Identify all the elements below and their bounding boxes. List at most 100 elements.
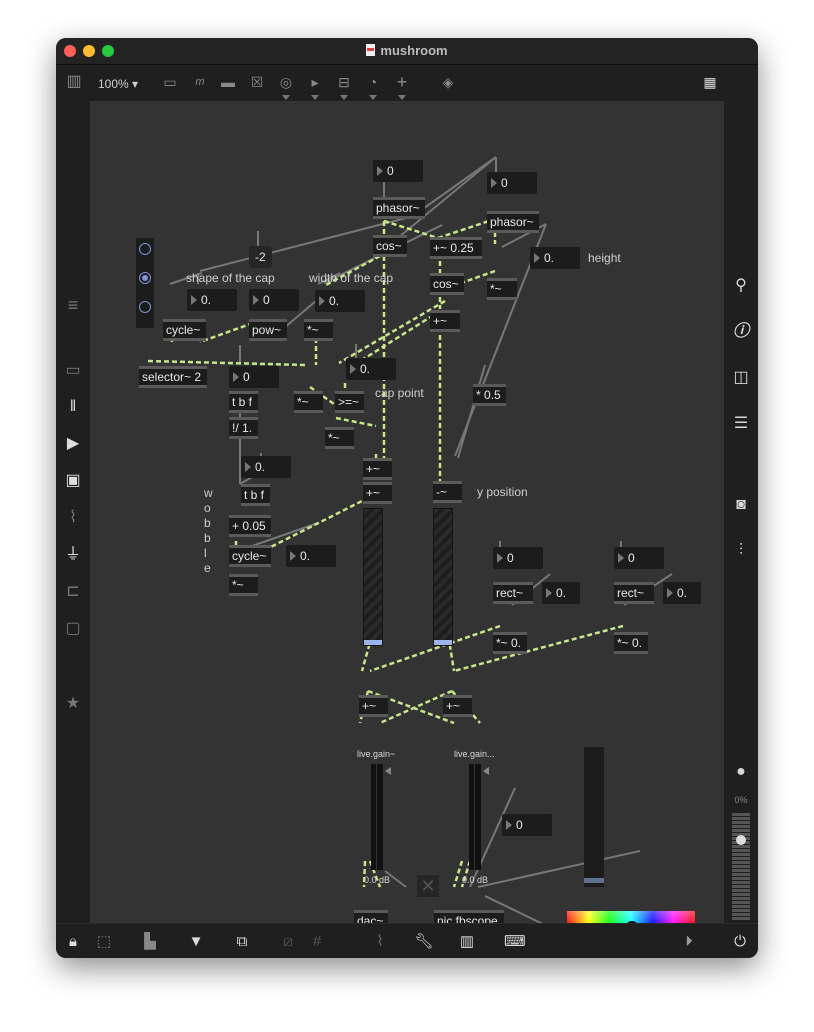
- radio-group[interactable]: [136, 238, 154, 328]
- object-pow[interactable]: pow~: [249, 319, 287, 341]
- video-icon[interactable]: ▶: [66, 435, 80, 452]
- sidebar-toggle-icon[interactable]: ▥: [66, 73, 82, 90]
- cap-slider[interactable]: [363, 508, 383, 646]
- slider-knob[interactable]: [364, 640, 382, 645]
- object-plus[interactable]: +~: [443, 695, 472, 717]
- object-multiply[interactable]: *~ 0.: [614, 632, 648, 654]
- paint-bucket-icon[interactable]: ◈: [442, 74, 454, 90]
- grid-icon[interactable]: ▦: [703, 74, 717, 90]
- menu-icon[interactable]: ≡: [67, 295, 79, 315]
- maximize-button[interactable]: [102, 45, 114, 57]
- object-multiply[interactable]: *~: [487, 278, 517, 300]
- object-greater-equal[interactable]: >=~: [335, 391, 364, 413]
- number-box[interactable]: 0: [493, 547, 543, 569]
- package-icon[interactable]: ⊏: [66, 583, 80, 600]
- number-box[interactable]: 0: [614, 547, 664, 569]
- attach-icon[interactable]: ⌇: [376, 933, 384, 950]
- object-trigger[interactable]: t b f: [229, 391, 258, 413]
- clip-icon[interactable]: ⌇: [69, 509, 77, 526]
- object-dac[interactable]: dac~: [354, 910, 388, 923]
- close-button[interactable]: [64, 45, 76, 57]
- object-phasor[interactable]: phasor~: [487, 211, 539, 233]
- cpu-icon[interactable]: ●: [736, 763, 746, 780]
- number-box[interactable]: 0.: [315, 290, 365, 312]
- object-selector[interactable]: selector~ 2: [139, 366, 207, 388]
- message-box[interactable]: -2: [249, 246, 272, 268]
- patch-canvas[interactable]: 0 phasor~ 0 phasor~ cos~ +~ 0.25 cos~ *~…: [90, 101, 724, 923]
- object-minus[interactable]: -~: [433, 481, 462, 503]
- add-icon[interactable]: +: [392, 73, 412, 100]
- object-multiply[interactable]: * 0.5: [473, 384, 506, 406]
- number-box[interactable]: 0.: [346, 358, 396, 380]
- object-multiply[interactable]: *~: [294, 391, 323, 413]
- grid-snap-icon[interactable]: #: [312, 933, 322, 950]
- object-plus[interactable]: +~ 0.25: [430, 237, 482, 259]
- gain-handle-icon[interactable]: [483, 767, 489, 775]
- info-icon[interactable]: ⓘ: [732, 323, 749, 340]
- number-box[interactable]: 0.: [241, 456, 291, 478]
- dial-icon[interactable]: ◔: [363, 74, 383, 100]
- columns-icon[interactable]: ◫: [733, 369, 749, 386]
- device-icon[interactable]: ▭: [65, 362, 81, 379]
- toggle-icon[interactable]: ☒: [250, 74, 264, 90]
- object-rect[interactable]: rect~: [614, 582, 654, 604]
- color-picker[interactable]: [567, 911, 695, 923]
- radio-option-selected[interactable]: [139, 272, 151, 284]
- new-comment-icon[interactable]: ▬: [221, 74, 235, 90]
- number-box[interactable]: 0: [487, 172, 537, 194]
- search-icon[interactable]: ⚲: [735, 277, 747, 294]
- presentation-select-icon[interactable]: ⬚: [96, 933, 112, 950]
- object-plus[interactable]: +~: [430, 310, 460, 332]
- button-icon[interactable]: ◎: [276, 74, 296, 100]
- snapshot-icon[interactable]: ◙: [736, 496, 746, 513]
- level-meter[interactable]: [732, 813, 750, 921]
- slider-knob[interactable]: [434, 640, 452, 645]
- list-icon[interactable]: ☰: [733, 415, 749, 432]
- level-knob[interactable]: [736, 835, 746, 845]
- object-cos[interactable]: cos~: [373, 235, 407, 257]
- hide-icon[interactable]: ⧄: [283, 933, 293, 950]
- presentation-icon[interactable]: ▼: [188, 933, 204, 950]
- play-icon[interactable]: ⏵: [685, 933, 693, 950]
- object-multiply[interactable]: *~: [325, 427, 354, 449]
- radio-option[interactable]: [139, 243, 151, 255]
- object-multiply[interactable]: *~: [229, 574, 258, 596]
- lock-icon[interactable]: 🔒︎: [69, 933, 77, 950]
- number-box[interactable]: 0: [502, 814, 552, 836]
- number-box[interactable]: 0: [373, 160, 423, 182]
- number-box[interactable]: 0: [249, 289, 299, 311]
- toggle-box[interactable]: ✕: [417, 875, 439, 897]
- object-cos[interactable]: cos~: [430, 273, 464, 295]
- object-multiply[interactable]: *~: [304, 319, 333, 341]
- audio-icon[interactable]: ‖: [69, 398, 77, 415]
- gain-handle-icon[interactable]: [385, 767, 391, 775]
- plugin-icon[interactable]: ⏚: [64, 546, 81, 563]
- minimize-button[interactable]: [83, 45, 95, 57]
- number-box[interactable]: 0.: [542, 582, 580, 604]
- object-cycle[interactable]: cycle~: [163, 319, 206, 341]
- new-message-icon[interactable]: m: [195, 76, 205, 88]
- object-rect[interactable]: rect~: [493, 582, 533, 604]
- number-icon[interactable]: ▸: [305, 74, 325, 100]
- radio-option[interactable]: [139, 301, 151, 313]
- number-box[interactable]: 0.: [530, 247, 580, 269]
- snippet-icon[interactable]: ▢: [65, 620, 81, 637]
- new-object-icon[interactable]: ▭: [163, 74, 177, 90]
- vertical-slider[interactable]: [584, 747, 604, 887]
- wrench-icon[interactable]: 🔧︎: [414, 933, 434, 950]
- object-plus[interactable]: +~: [363, 482, 392, 504]
- object-plus[interactable]: + 0.05: [229, 515, 271, 537]
- zoom-dropdown[interactable]: 100% ▾: [98, 77, 139, 91]
- keyboard-icon[interactable]: ⌨: [504, 933, 526, 950]
- image-icon[interactable]: ▣: [65, 472, 81, 489]
- number-box[interactable]: 0: [229, 366, 279, 388]
- background-icon[interactable]: ▙: [144, 933, 156, 950]
- favorites-icon[interactable]: ★: [65, 695, 81, 712]
- piano-icon[interactable]: ▥: [459, 933, 475, 950]
- number-box[interactable]: 0.: [187, 289, 237, 311]
- slider-icon[interactable]: ⊟: [334, 74, 354, 100]
- live-gain-meter[interactable]: [371, 764, 383, 870]
- object-plus[interactable]: +~: [359, 695, 388, 717]
- object-trigger[interactable]: t b f: [241, 484, 270, 506]
- object-cycle[interactable]: cycle~: [229, 545, 271, 567]
